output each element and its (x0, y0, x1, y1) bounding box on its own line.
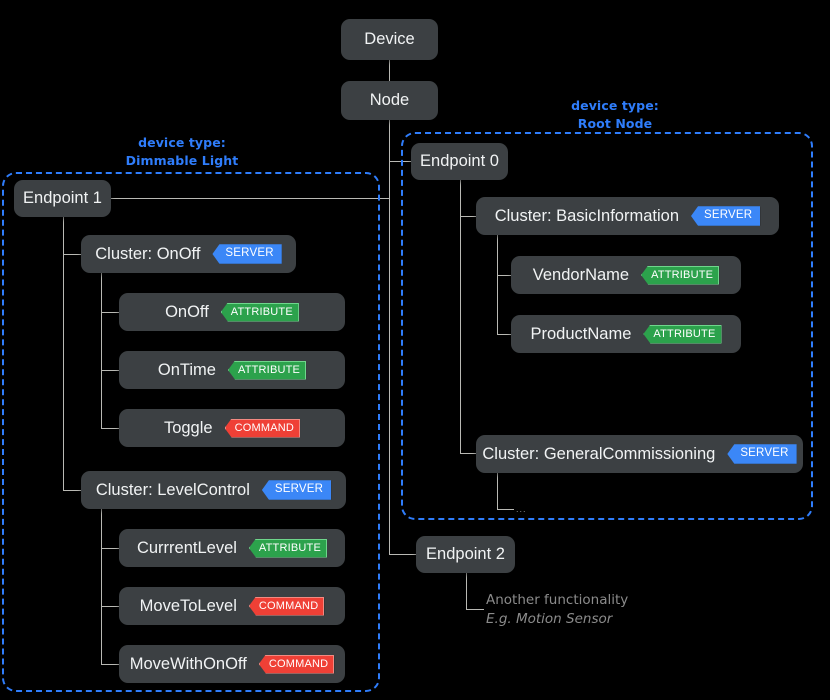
cluster-basicinformation-label: Cluster: BasicInformation (494, 206, 680, 225)
element-movetolevel-label: MoveToLevel (139, 596, 237, 615)
connector-endpoint0-stem (460, 180, 461, 454)
connector-onoff-child-1 (101, 312, 119, 313)
element-vendorname-label: VendorName (532, 265, 630, 284)
endpoint-0-box[interactable]: Endpoint 0 (411, 143, 508, 180)
badge-attribute: ATTRIBUTE (220, 302, 299, 322)
badge-command: COMMAND (248, 596, 325, 616)
connector-trunk-endpoint0 (389, 161, 411, 162)
cluster-generalcommissioning-label: Cluster: GeneralCommissioning (482, 444, 716, 463)
endpoint-2-note-line1: Another functionality (486, 592, 629, 608)
group-label-name: Dimmable Light (125, 153, 239, 168)
cluster-levelcontrol-label: Cluster: LevelControl (95, 480, 250, 499)
connector-endpoint1-onoff (63, 254, 81, 255)
node-box[interactable]: Node (341, 81, 438, 120)
element-onoff-box[interactable]: OnOff ATTRIBUTE (119, 293, 345, 331)
badge-attribute: ATTRIBUTE (227, 360, 307, 380)
connector-generalcomm-stem (497, 471, 498, 509)
endpoint-2-note-line2: E.g. Motion Sensor (486, 611, 613, 627)
connector-levelcontrol-child-2 (101, 606, 119, 607)
connector-levelcontrol-stem (101, 508, 102, 664)
element-toggle-label: Toggle (163, 418, 213, 437)
device-label: Device (364, 30, 415, 48)
endpoint-1-box[interactable]: Endpoint 1 (14, 180, 111, 217)
group-label-dimmable-light: device type: Dimmable Light (112, 134, 252, 170)
endpoint-2-label: Endpoint 2 (426, 545, 505, 563)
endpoint-1-label: Endpoint 1 (23, 189, 102, 207)
connector-endpoint1-stem (63, 217, 64, 491)
group-label-prefix: device type: (571, 98, 659, 113)
element-currentlevel-box[interactable]: CurrrentLevel ATTRIBUTE (119, 529, 345, 567)
element-currentlevel-label: CurrrentLevel (136, 538, 237, 557)
connector-trunk-endpoint2 (389, 554, 416, 555)
connector-endpoint2-note (466, 609, 484, 610)
endpoint-2-note: Another functionality E.g. Motion Sensor (486, 591, 628, 629)
cluster-onoff-box[interactable]: Cluster: OnOff SERVER (81, 235, 296, 273)
badge-server: SERVER (691, 206, 761, 226)
element-productname-box[interactable]: ProductName ATTRIBUTE (511, 315, 741, 353)
endpoint-0-label: Endpoint 0 (420, 152, 499, 170)
connector-levelcontrol-child-3 (101, 664, 119, 665)
cluster-basicinformation-box[interactable]: Cluster: BasicInformation SERVER (476, 197, 779, 235)
cluster-levelcontrol-box[interactable]: Cluster: LevelControl SERVER (81, 471, 346, 509)
element-productname-label: ProductName (530, 324, 632, 343)
badge-attribute: ATTRIBUTE (248, 538, 328, 558)
cluster-onoff-label: Cluster: OnOff (95, 244, 201, 263)
generalcommissioning-more-ellipsis: ... (516, 504, 527, 514)
connector-onoff-stem (101, 272, 102, 428)
badge-command: COMMAND (258, 654, 335, 674)
element-ontime-label: OnTime (157, 360, 216, 379)
badge-server: SERVER (212, 244, 282, 264)
badge-attribute: ATTRIBUTE (641, 265, 720, 285)
group-label-prefix: device type: (138, 135, 226, 150)
endpoint-2-box[interactable]: Endpoint 2 (416, 536, 515, 573)
connector-endpoint0-generalcomm (460, 453, 477, 454)
connector-trunk-endpoint1 (110, 198, 390, 199)
group-label-name: Root Node (577, 116, 653, 131)
badge-server: SERVER (261, 480, 332, 500)
connector-endpoint0-basicinfo (460, 216, 477, 217)
element-onoff-label: OnOff (165, 302, 209, 321)
group-label-root-node: device type: Root Node (545, 97, 685, 133)
connector-generalcomm-child-1 (497, 509, 514, 510)
connector-endpoint2-stem (466, 572, 467, 609)
connector-endpoint1-levelcontrol (63, 490, 81, 491)
connector-onoff-child-3 (101, 428, 119, 429)
connector-node-trunk (389, 120, 390, 555)
connector-basicinfo-stem (497, 234, 498, 334)
connector-device-node (389, 60, 390, 81)
node-label: Node (369, 91, 410, 109)
element-movewithonoff-box[interactable]: MoveWithOnOff COMMAND (119, 645, 345, 683)
connector-basicinfo-child-1 (497, 275, 514, 276)
connector-levelcontrol-child-1 (101, 548, 119, 549)
element-movetolevel-box[interactable]: MoveToLevel COMMAND (119, 587, 345, 625)
badge-command: COMMAND (224, 418, 301, 438)
badge-attribute: ATTRIBUTE (643, 324, 722, 344)
cluster-generalcommissioning-box[interactable]: Cluster: GeneralCommissioning SERVER (476, 435, 803, 473)
element-movewithonoff-label: MoveWithOnOff (129, 654, 247, 673)
device-node-box[interactable]: Device (341, 19, 438, 60)
element-vendorname-box[interactable]: VendorName ATTRIBUTE (511, 256, 741, 294)
element-ontime-box[interactable]: OnTime ATTRIBUTE (119, 351, 345, 389)
connector-onoff-child-2 (101, 370, 119, 371)
element-toggle-box[interactable]: Toggle COMMAND (119, 409, 345, 447)
connector-basicinfo-child-2 (497, 334, 514, 335)
badge-server: SERVER (727, 444, 797, 464)
